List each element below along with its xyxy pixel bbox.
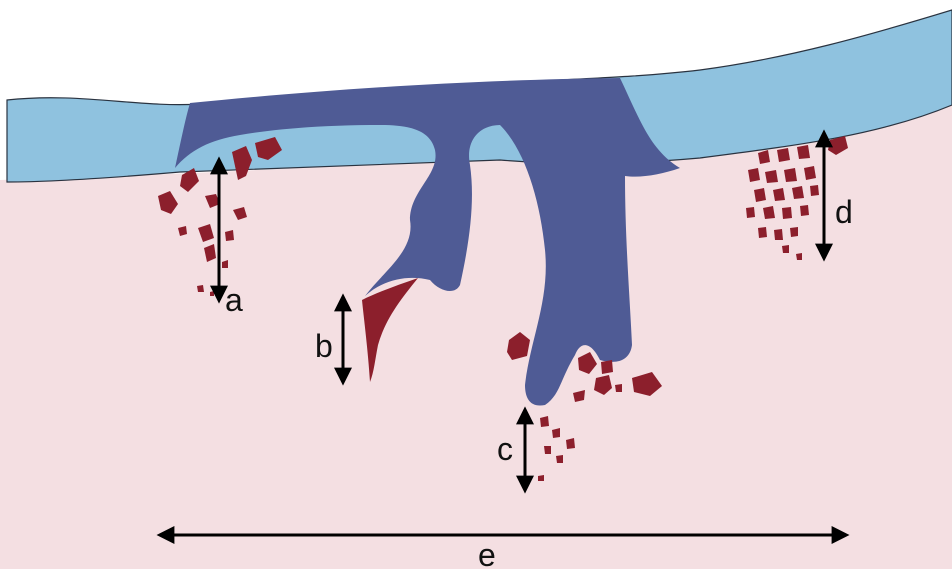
particle [774,229,783,240]
label-d: d [835,194,853,230]
label-b: b [315,328,333,364]
particle [748,168,760,182]
particle [765,170,778,183]
particle [538,475,544,481]
particle [556,455,563,463]
particle [763,206,775,219]
particle [777,148,790,162]
particle [782,207,792,219]
particle [601,360,613,374]
particle [790,227,798,237]
particle [800,205,809,216]
label-c: c [497,431,513,467]
particle [773,188,785,201]
particle [754,188,766,202]
particle [746,207,755,218]
particle [197,285,204,292]
label-e: e [478,537,496,569]
label-a: a [225,282,243,318]
particle [544,446,551,454]
particle [782,245,789,253]
particle [784,168,797,182]
particle [792,186,804,199]
particle [615,384,622,392]
particle [797,145,810,159]
particle [758,227,767,238]
particle [804,166,816,180]
particle [810,185,819,196]
particle [796,253,802,260]
